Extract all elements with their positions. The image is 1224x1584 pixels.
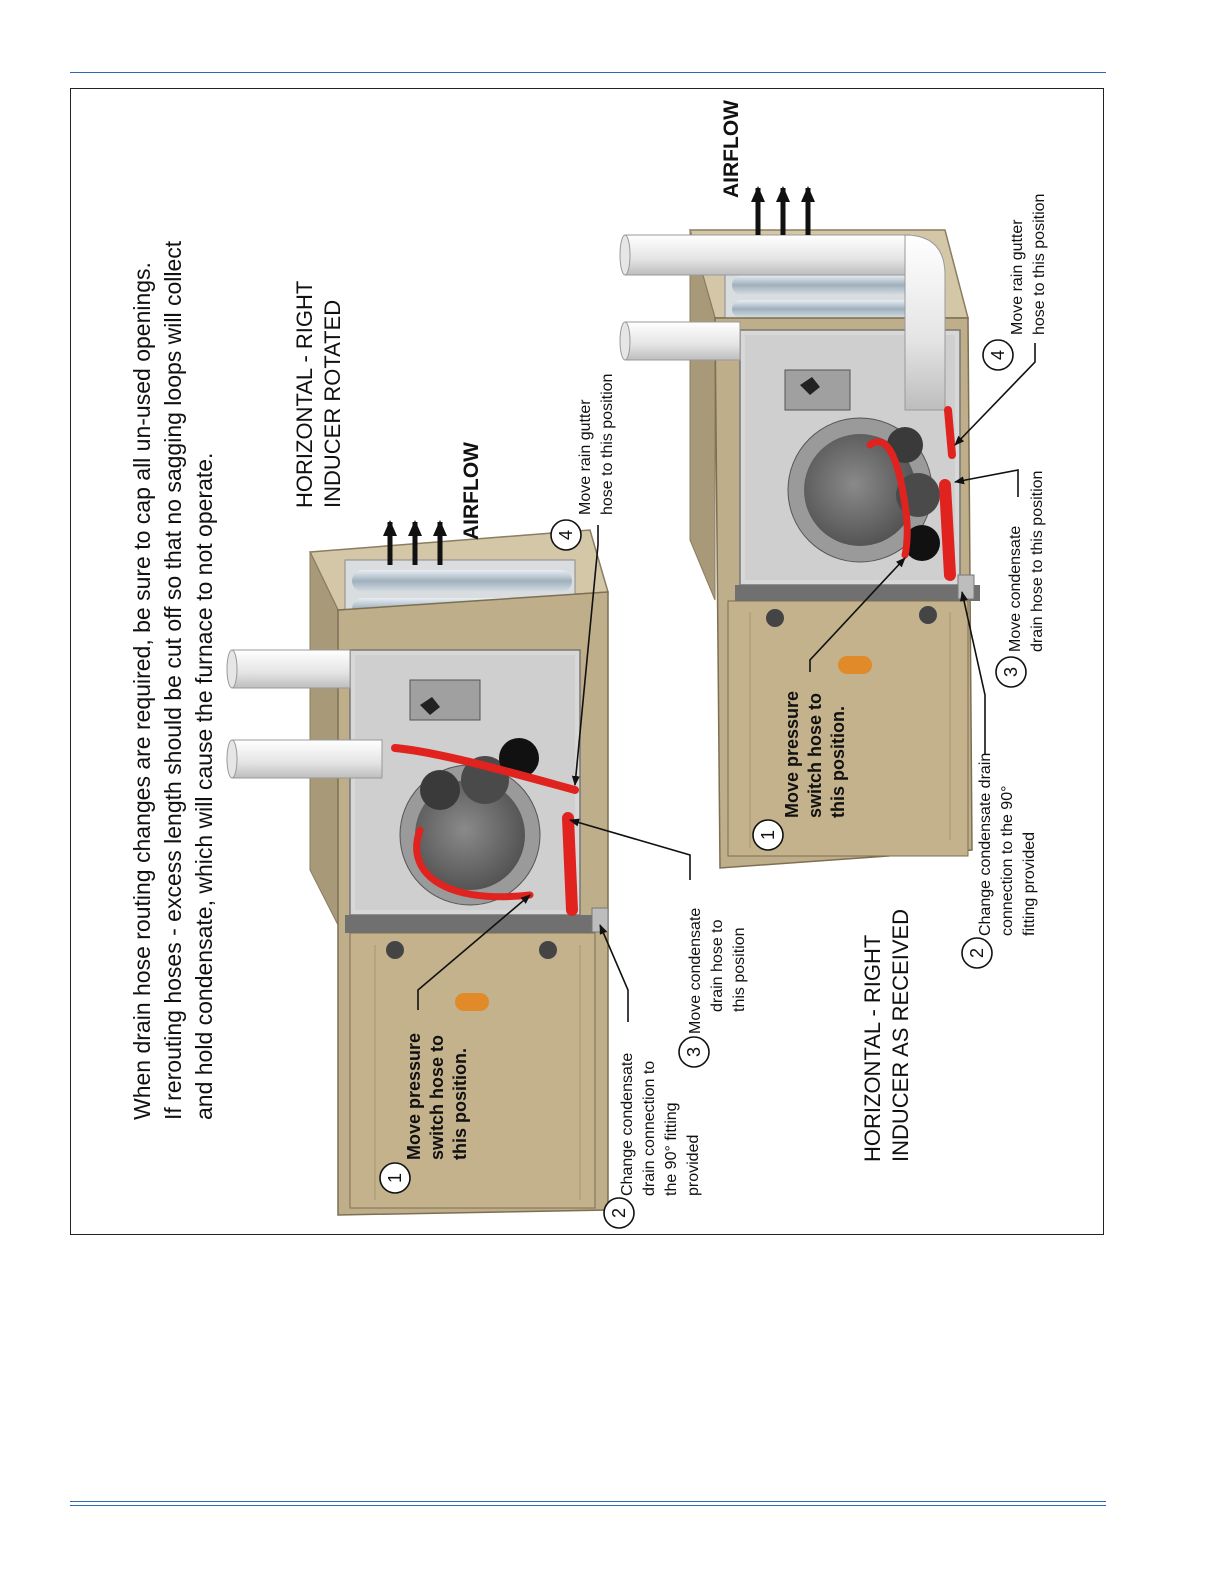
instruction-line-1: When drain hose routing changes are requ… (129, 262, 155, 1120)
svg-text:drain hose to: drain hose to (709, 919, 726, 1012)
svg-text:hose to this position: hose to this position (1031, 194, 1048, 335)
svg-text:2: 2 (609, 1208, 629, 1218)
svg-text:Move pressure: Move pressure (782, 691, 802, 818)
svg-text:Move condensate: Move condensate (1007, 526, 1024, 652)
svg-text:connection to the 90°: connection to the 90° (999, 785, 1016, 936)
svg-text:Move rain gutter: Move rain gutter (1009, 219, 1026, 335)
left-unit-title: HORIZONTAL - RIGHT INDUCER ROTATED (292, 281, 345, 508)
right-callout-2: 2 Change condensate drain connection to … (960, 591, 1038, 969)
svg-text:INDUCER AS RECEIVED: INDUCER AS RECEIVED (888, 909, 913, 1162)
svg-text:drain connection to: drain connection to (641, 1061, 658, 1196)
figure-frame (70, 88, 1104, 1235)
svg-text:fitting provided: fitting provided (1021, 832, 1038, 936)
svg-text:Move rain gutter: Move rain gutter (577, 399, 594, 515)
svg-text:2: 2 (967, 948, 987, 958)
left-callout-3: 3 Move condensate drain hose to this pos… (569, 818, 748, 1068)
svg-text:INDUCER ROTATED: INDUCER ROTATED (320, 300, 345, 508)
svg-text:HORIZONTAL - RIGHT: HORIZONTAL - RIGHT (860, 935, 885, 1162)
footer-rule (70, 1501, 1106, 1506)
svg-text:switch hose to: switch hose to (805, 693, 825, 818)
svg-text:Move condensate: Move condensate (687, 908, 704, 1034)
right-callout-3: 3 Move condensate drain hose to this pos… (954, 469, 1046, 688)
left-furnace (226, 529, 609, 1216)
right-airflow-label: AIRFLOW (720, 100, 743, 198)
svg-text:this position.: this position. (828, 706, 848, 818)
right-airflow-arrows (751, 186, 815, 235)
right-furnace (619, 229, 980, 869)
svg-text:3: 3 (684, 1047, 704, 1057)
svg-text:drain hose to this position: drain hose to this position (1029, 471, 1046, 652)
header-rule (70, 72, 1106, 73)
instruction-text: When drain hose routing changes are requ… (129, 240, 217, 1120)
left-callout-2: 2 Change condensate drain connection to … (599, 924, 702, 1229)
svg-text:the 90° fitting: the 90° fitting (663, 1102, 680, 1196)
svg-text:Change condensate drain: Change condensate drain (977, 753, 994, 936)
instruction-line-3: and hold condensate, which will cause th… (191, 453, 217, 1120)
svg-text:HORIZONTAL - RIGHT: HORIZONTAL - RIGHT (292, 281, 317, 508)
left-airflow-label: AIRFLOW (460, 442, 483, 540)
svg-text:provided: provided (685, 1135, 702, 1196)
right-unit-title: HORIZONTAL - RIGHT INDUCER AS RECEIVED (860, 909, 913, 1162)
svg-text:3: 3 (1001, 667, 1021, 677)
svg-text:this position: this position (731, 928, 748, 1013)
right-callout-4: 4 Move rain gutter hose to this position (954, 194, 1048, 446)
svg-text:4: 4 (988, 350, 1008, 360)
right-callout-1: 1 Move pressure switch hose to this posi… (752, 557, 906, 851)
left-airflow-arrows (383, 520, 447, 565)
svg-text:Change condensate: Change condensate (619, 1053, 636, 1196)
svg-text:hose to this position: hose to this position (599, 374, 616, 515)
svg-text:4: 4 (556, 530, 576, 540)
svg-text:1: 1 (385, 1173, 405, 1183)
left-callout-1: 1 Move pressure switch hose to this posi… (379, 894, 531, 1194)
instruction-line-2: If rerouting hoses - excess length shoul… (160, 240, 186, 1120)
left-callout-4: 4 Move rain gutter hose to this position (550, 374, 616, 786)
svg-text:1: 1 (758, 830, 778, 840)
svg-text:switch hose to: switch hose to (427, 1035, 447, 1160)
svg-text:this position.: this position. (450, 1048, 470, 1160)
svg-text:Move pressure: Move pressure (404, 1033, 424, 1160)
